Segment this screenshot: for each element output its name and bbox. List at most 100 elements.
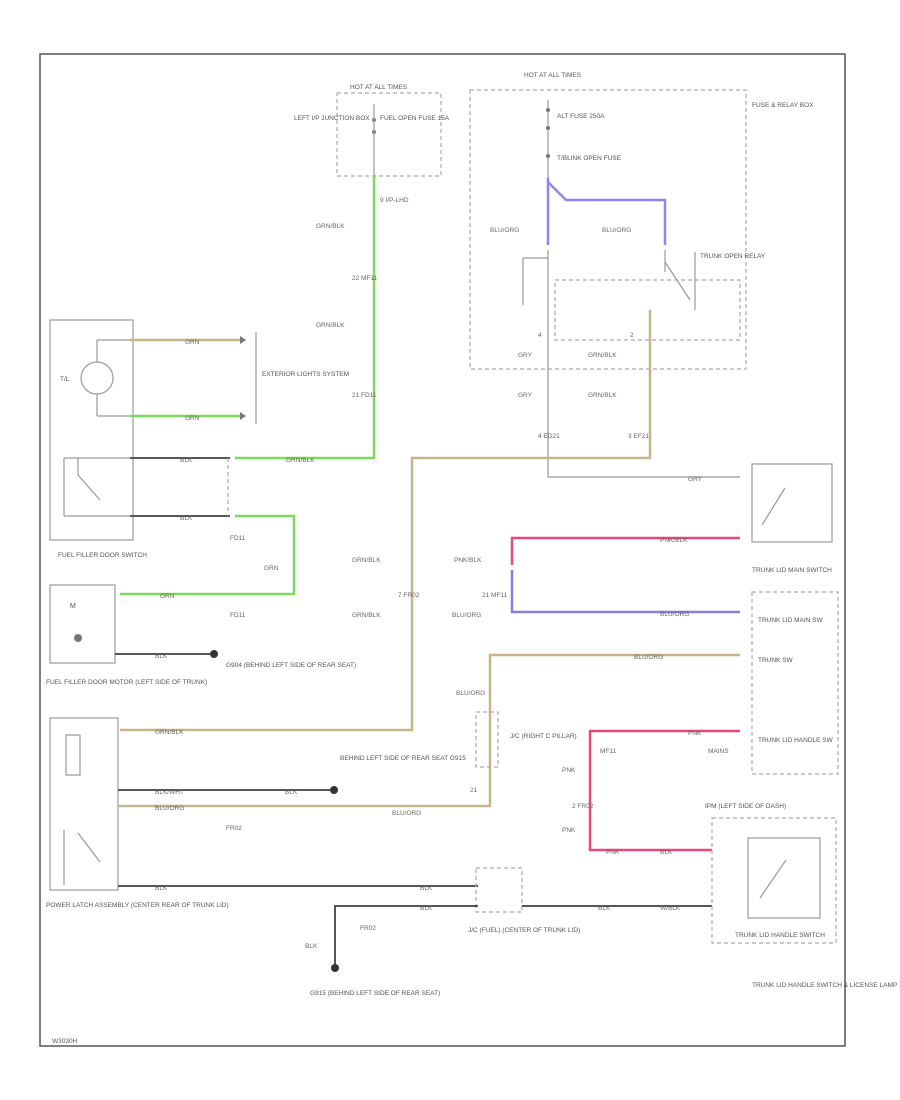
latch-blade <box>77 832 101 863</box>
wire-grn-loop <box>120 514 296 596</box>
label-fd11-3: FD11 <box>230 612 246 619</box>
relay-coil-box <box>554 279 741 341</box>
motor-symbol: M <box>70 603 76 610</box>
label-grn-blk-5: GRN/BLK <box>286 457 315 464</box>
left-side-dash-label: IPM (LEFT SIDE OF DASH) <box>705 803 786 810</box>
label-ip-lhd: 9 I/P-LHD <box>380 197 409 204</box>
relay-switch <box>664 261 691 301</box>
label-grn-1: GRN <box>185 339 200 346</box>
junction-box-label: LEFT I/P JUNCTION BOX <box>294 115 370 122</box>
fuel-filler-motor-label: FUEL FILLER DOOR MOTOR (LEFT SIDE OF TRU… <box>46 679 207 686</box>
label-pnk-1: PNK <box>688 730 702 737</box>
label-ef21: 3 EF21 <box>628 433 649 440</box>
trunk-handle-sw-label: TRUNK LID HANDLE SW <box>758 737 834 744</box>
label-grn-blk-7: GRN/BLK <box>352 612 381 619</box>
label-blu-org-3: BLU/ORG <box>452 612 481 619</box>
tl-label: T/L <box>60 376 70 383</box>
label-mf11-1: 22 MF11 <box>352 275 378 282</box>
label-mf11-2: 21 MF11 <box>482 592 508 599</box>
wire-pnk <box>588 729 740 852</box>
label-grn-3: GRN <box>264 565 279 572</box>
label-grn-blk-4: GRN/BLK <box>588 392 617 399</box>
trunk-fuse-label: T/BLINK OPEN FUSE <box>557 155 622 162</box>
handle-switch-box <box>747 837 821 919</box>
fuse-terminal <box>546 154 550 158</box>
fuse-terminal <box>546 108 550 112</box>
label-gry-1: GRY <box>518 352 533 359</box>
ground-g915-label: G915 (BEHIND LEFT SIDE OF REAR SEAT) <box>310 990 440 997</box>
ground-g915-icon <box>330 786 338 794</box>
fuse-relay-box-label: FUSE & RELAY BOX <box>752 102 814 109</box>
wire-blu-org-tan <box>118 653 740 808</box>
label-fr02-2: FR02 <box>226 825 242 832</box>
jc-c-pillar-label: J/C (RIGHT C PILLAR) <box>510 733 577 740</box>
wire-blu-org-right <box>547 181 667 245</box>
exterior-lights-label: EXTERIOR LIGHTS SYSTEM <box>262 371 349 378</box>
fuse-terminal <box>546 126 550 130</box>
switch-blade <box>761 487 786 526</box>
wire-grn-blk-main <box>235 175 376 460</box>
label-fd11-1: 21 FD11 <box>352 392 377 399</box>
diagram-frame <box>39 53 846 1047</box>
label-gry-3: GRY <box>688 476 703 483</box>
label-mains: MAINS <box>708 748 729 755</box>
footer-code: W3030H <box>52 1038 78 1045</box>
label-grn-2: GRN <box>185 415 200 422</box>
label-pnk-blk-1: PNK/BLK <box>660 537 688 544</box>
label-mf11-3: MF11 <box>600 748 617 755</box>
trunk-sw-label: TRUNK SW <box>758 657 794 664</box>
label-blk-10: BLK <box>305 943 318 950</box>
label-blk-8: BLK <box>598 905 611 912</box>
power-latch-label: POWER LATCH ASSEMBLY (CENTER REAR OF TRU… <box>46 902 229 909</box>
label-blu-org-4: BLU/ORG <box>660 611 689 618</box>
fuse-relay-box <box>469 89 747 370</box>
label-blk-1: BLK <box>180 457 193 464</box>
label-pnk-3: PNK <box>562 827 576 834</box>
power-latch-box <box>49 717 119 891</box>
wire-blu-org-purple <box>510 570 740 614</box>
ground-g904-icon <box>210 650 218 658</box>
label-blu-org-5: BLU/ORG <box>456 690 485 697</box>
arrow-icon <box>240 336 246 344</box>
fuel-filler-switch-label: FUEL FILLER DOOR SWITCH <box>58 552 147 559</box>
label-blk-6: BLK <box>420 885 433 892</box>
wire-pnk-blk <box>510 536 740 565</box>
label-grn-4: GRN <box>160 593 175 600</box>
label-blk-7: BLK <box>420 905 433 912</box>
alt-fuse-label: ALT FUSE 250A <box>557 113 605 120</box>
label-w-blk: W/BLK <box>660 905 681 912</box>
trunk-handle-switch-label: TRUNK LID HANDLE SWITCH <box>735 932 825 939</box>
label-fd11-2: FD11 <box>230 535 246 542</box>
label-blk-9: BLK <box>660 849 673 856</box>
trunk-main-switch-label: TRUNK LID MAIN SWITCH <box>752 567 832 574</box>
label-blk-4: BLK <box>285 789 298 796</box>
label-blk-2: BLK <box>180 515 193 522</box>
wire-grn-blk-tan <box>120 310 652 732</box>
fuel-open-fuse-label: FUEL OPEN FUSE 15A <box>380 115 450 122</box>
label-grn-blk-6: GRN/BLK <box>352 557 381 564</box>
label-pnk-blk-2: PNK/BLK <box>454 557 482 564</box>
hot-at-all-times-right: HOT AT ALL TIMES <box>524 72 582 79</box>
label-fr02-3: 2 FR02 <box>572 803 594 810</box>
label-grn-blk-2: GRN/BLK <box>316 322 345 329</box>
wire-gry <box>547 320 740 478</box>
jc-c-pillar-box <box>475 711 499 768</box>
label-grn-blk-8: GRN/BLK <box>155 729 184 736</box>
jc-trunk-lid-box <box>475 867 523 913</box>
label-gry-2: GRY <box>518 392 533 399</box>
label-grn-blk-3: GRN/BLK <box>588 352 617 359</box>
handle-switch-outer <box>711 817 837 944</box>
trunk-main-switch-box <box>751 463 833 543</box>
label-blk-3: BLK <box>155 653 168 660</box>
fuel-filler-motor-box <box>49 584 116 664</box>
label-blu-org-6: BLU/ORG <box>634 654 663 661</box>
label-fr02-4: FR02 <box>360 925 376 932</box>
ground-g916-label: BEHIND LEFT SIDE OF REAR SEAT G915 <box>340 755 466 762</box>
label-blk-wht: BLK/WHT <box>155 789 184 796</box>
label-blu-org-2: BLU/ORG <box>602 227 631 234</box>
lamp-icon <box>80 361 114 395</box>
motor-icon <box>74 634 82 642</box>
ground-g915-bottom-icon <box>331 964 339 972</box>
wire-blk-ground <box>334 905 478 965</box>
